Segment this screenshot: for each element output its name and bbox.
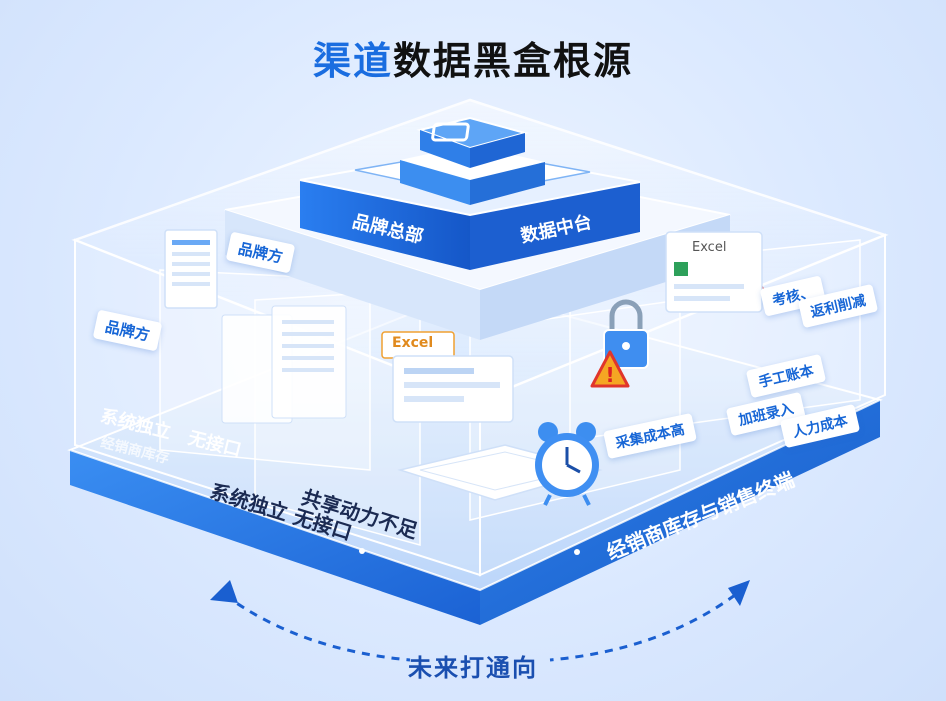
base-dot xyxy=(359,548,365,554)
central-tower xyxy=(224,116,731,340)
page-title: 渠道数据黑盒根源 xyxy=(0,30,946,85)
excel-label-right: Excel xyxy=(692,240,727,255)
paper-stack xyxy=(221,305,347,424)
spreadsheet-left xyxy=(164,229,218,309)
svg-text:!: ! xyxy=(605,363,614,387)
bottom-arrows xyxy=(210,580,750,662)
document-card-left xyxy=(381,331,514,423)
bottom-label: 未来打通向 xyxy=(408,654,538,682)
document-card-right xyxy=(665,231,763,313)
warning-icon-middle: ! xyxy=(590,350,630,388)
title-accent: 渠道 xyxy=(312,39,393,83)
title-rest: 数据黑盒根源 xyxy=(393,39,634,83)
excel-label-left: Excel xyxy=(392,335,434,351)
base-platform xyxy=(67,288,883,625)
alarm-clock-icon xyxy=(535,422,599,506)
base-dot xyxy=(574,549,580,555)
